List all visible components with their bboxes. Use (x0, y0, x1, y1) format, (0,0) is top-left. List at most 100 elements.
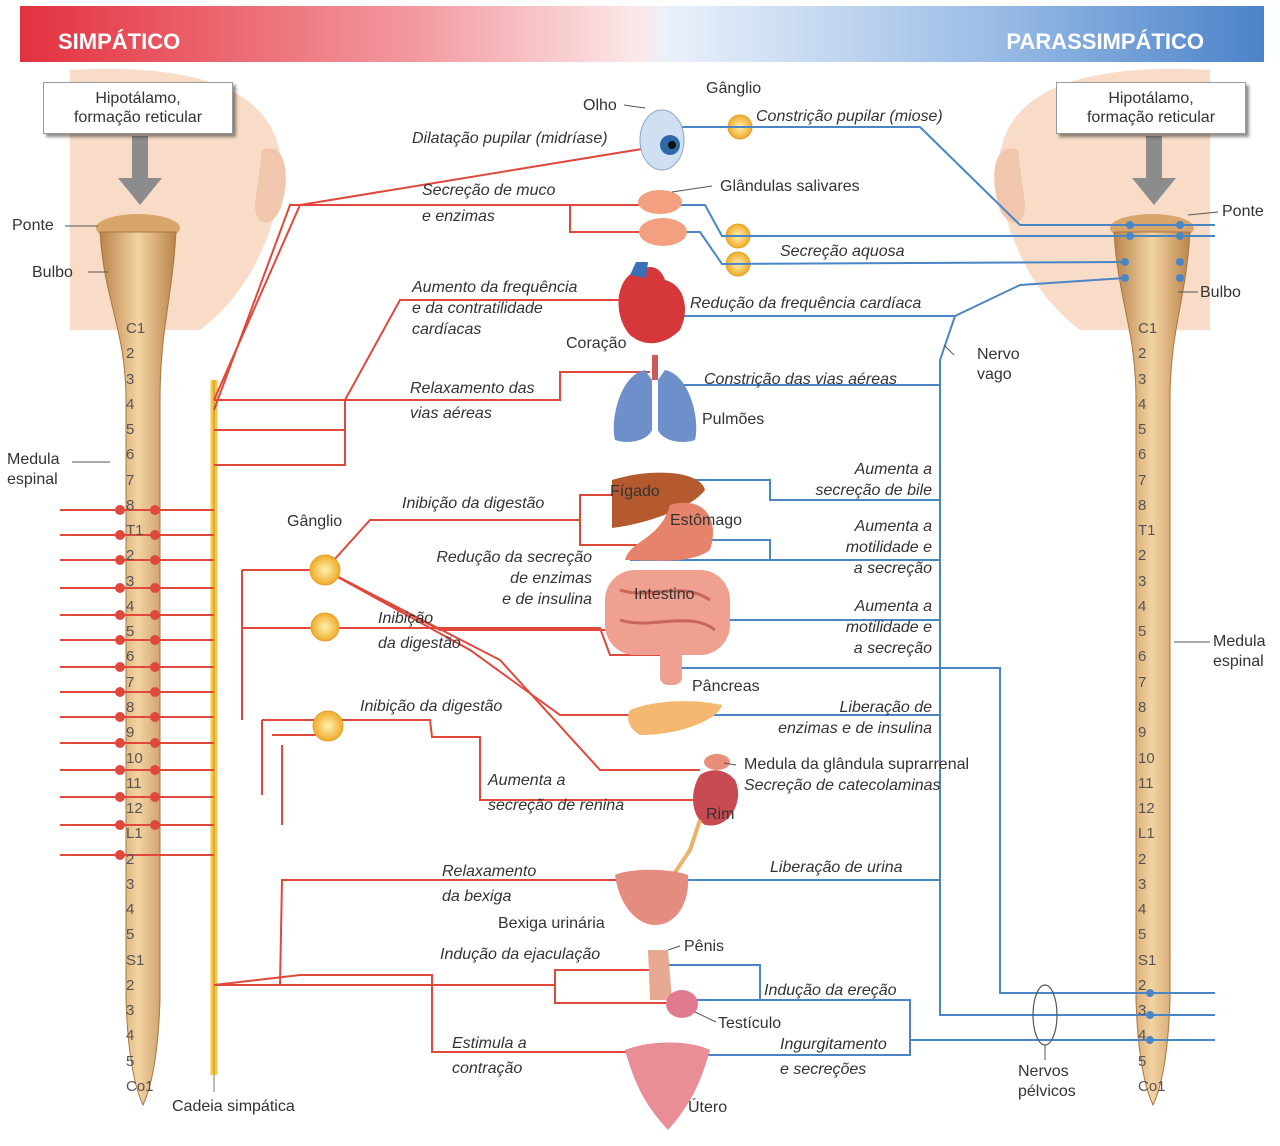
spinal-segment-right-9: 2 (1138, 547, 1146, 564)
spinal-segment-left-1: 2 (126, 345, 134, 362)
label-estomago: Estômago (670, 510, 742, 531)
spinal-segment-left-22: 3 (126, 876, 134, 893)
label-ganglio-left: Gânglio (287, 511, 342, 532)
spinal-segment-left-5: 6 (126, 446, 134, 463)
label-nervos-pelvicos: Nervos pélvicos (1018, 1062, 1076, 1102)
spinal-segment-right-29: 5 (1138, 1053, 1146, 1070)
effect-p-erecao: Indução da ereção (764, 980, 897, 1001)
spinal-segment-left-15: 8 (126, 699, 134, 716)
spinal-segment-right-18: 11 (1138, 775, 1154, 792)
hypothalamus-box-left: Hipotálamo, formação reticular (43, 82, 233, 134)
spinal-segment-left-24: 5 (126, 926, 134, 943)
spinal-segment-left-19: 12 (126, 800, 143, 817)
label-pulmoes: Pulmões (702, 409, 764, 430)
spinal-segment-left-12: 5 (126, 623, 134, 640)
effect-s-digestao3: Inibição da digestão (360, 696, 502, 717)
effect-s-bexiga: Relaxamento da bexiga (442, 859, 536, 909)
spinal-segment-right-22: 3 (1138, 876, 1146, 893)
spinal-segment-right-10: 3 (1138, 573, 1146, 590)
spinal-segment-right-19: 12 (1138, 800, 1155, 817)
spinal-segment-right-5: 6 (1138, 446, 1146, 463)
organ-lungs (614, 355, 697, 442)
effect-p-urina: Liberação de urina (770, 857, 903, 878)
spinal-segment-left-30: Co1 (126, 1078, 154, 1095)
organ-pancreas (628, 701, 722, 735)
effect-s-secrecao: Redução da secreção de enzimas e de insu… (360, 547, 592, 610)
effect-s-renina: Aumenta a secreção de renina (488, 768, 624, 818)
effect-p-catecol: Secreção de catecolaminas (744, 775, 941, 796)
spinal-segment-right-14: 7 (1138, 674, 1146, 691)
spinal-segment-right-8: T1 (1138, 522, 1156, 539)
spinal-segment-left-26: 2 (126, 977, 134, 994)
spinal-segment-left-8: T1 (126, 522, 144, 539)
spinal-segment-left-25: S1 (126, 952, 144, 969)
spinal-segment-right-15: 8 (1138, 699, 1146, 716)
spinal-segment-left-23: 4 (126, 901, 134, 918)
spinal-segment-left-18: 11 (126, 775, 142, 792)
organ-salivary-glands (638, 190, 687, 246)
label-ponte-right: Ponte (1222, 201, 1264, 222)
spinal-segment-right-23: 4 (1138, 901, 1146, 918)
label-bexiga: Bexiga urinária (498, 913, 605, 934)
spinal-segment-right-13: 6 (1138, 648, 1146, 665)
spinal-segment-left-3: 4 (126, 396, 134, 413)
spinal-segment-left-6: 7 (126, 472, 134, 489)
organ-eye (640, 110, 684, 170)
effect-p-bile: Aumenta a secreção de bile (770, 459, 932, 501)
effect-p-cardiaca: Redução da frequência cardíaca (690, 293, 921, 314)
label-suprarrenal: Medula da glândula suprarrenal (744, 754, 969, 775)
label-pancreas: Pâncreas (692, 676, 760, 697)
spinal-segment-right-4: 5 (1138, 421, 1146, 438)
spinal-segment-right-27: 3 (1138, 1002, 1146, 1019)
spinal-segment-left-9: 2 (126, 547, 134, 564)
label-penis: Pênis (684, 936, 724, 957)
effect-s-digestao1: Inibição da digestão (402, 493, 544, 514)
spinal-segment-right-16: 9 (1138, 724, 1146, 741)
spinal-segment-right-25: S1 (1138, 952, 1156, 969)
spinal-segment-right-26: 2 (1138, 977, 1146, 994)
spinal-segment-right-30: Co1 (1138, 1078, 1166, 1095)
spinal-segment-left-20: L1 (126, 825, 143, 842)
label-ponte-left: Ponte (12, 215, 54, 236)
spinal-segment-left-14: 7 (126, 674, 134, 691)
spinal-segment-left-27: 3 (126, 1002, 134, 1019)
spinal-segment-left-2: 3 (126, 371, 134, 388)
effect-s-vias: Relaxamento das vias aéreas (410, 376, 535, 426)
right-spinal-cord (1114, 232, 1190, 1105)
organ-penis-testicle (648, 950, 698, 1018)
spinal-segment-right-7: 8 (1138, 497, 1146, 514)
spinal-segment-right-20: L1 (1138, 825, 1155, 842)
left-spinal-cord (100, 232, 176, 1105)
organ-bladder (615, 870, 688, 925)
effect-p-intestino: Aumenta a motilidade e a secreção (770, 596, 932, 659)
spinal-segment-left-21: 2 (126, 851, 134, 868)
spinal-segment-left-10: 3 (126, 573, 134, 590)
effect-p-aquosa: Secreção aquosa (780, 241, 905, 262)
spinal-segment-left-13: 6 (126, 648, 134, 665)
label-testiculo: Testículo (718, 1013, 781, 1034)
spinal-segment-right-21: 2 (1138, 851, 1146, 868)
spinal-segment-right-6: 7 (1138, 472, 1146, 489)
label-rim: Rim (706, 804, 734, 825)
label-nervo-vago: Nervo vago (977, 345, 1020, 385)
spinal-segment-right-3: 4 (1138, 396, 1146, 413)
label-utero: Útero (688, 1097, 727, 1118)
label-intestino: Intestino (634, 584, 694, 605)
label-cadeia: Cadeia simpática (172, 1096, 295, 1117)
spinal-segment-right-28: 4 (1138, 1027, 1146, 1044)
spinal-segment-right-2: 3 (1138, 371, 1146, 388)
spinal-segment-left-7: 8 (126, 497, 134, 514)
effect-s-pupila: Dilatação pupilar (midríase) (412, 128, 608, 149)
spinal-segment-right-1: 2 (1138, 345, 1146, 362)
effect-p-pancreas: Liberação de enzimas e de insulina (730, 697, 932, 739)
effect-p-vias: Constrição das vias aéreas (704, 369, 897, 390)
label-medula-right: Medula espinal (1213, 632, 1265, 672)
effect-s-ejaculacao: Indução da ejaculação (440, 944, 600, 965)
spinal-segment-right-11: 4 (1138, 598, 1146, 615)
spinal-segment-right-0: C1 (1138, 320, 1157, 337)
effect-s-cardiaco: Aumento da frequência e da contratilidad… (412, 277, 577, 340)
spinal-segment-left-16: 9 (126, 724, 134, 741)
spinal-segment-left-4: 5 (126, 421, 134, 438)
label-bulbo-right: Bulbo (1200, 282, 1241, 303)
